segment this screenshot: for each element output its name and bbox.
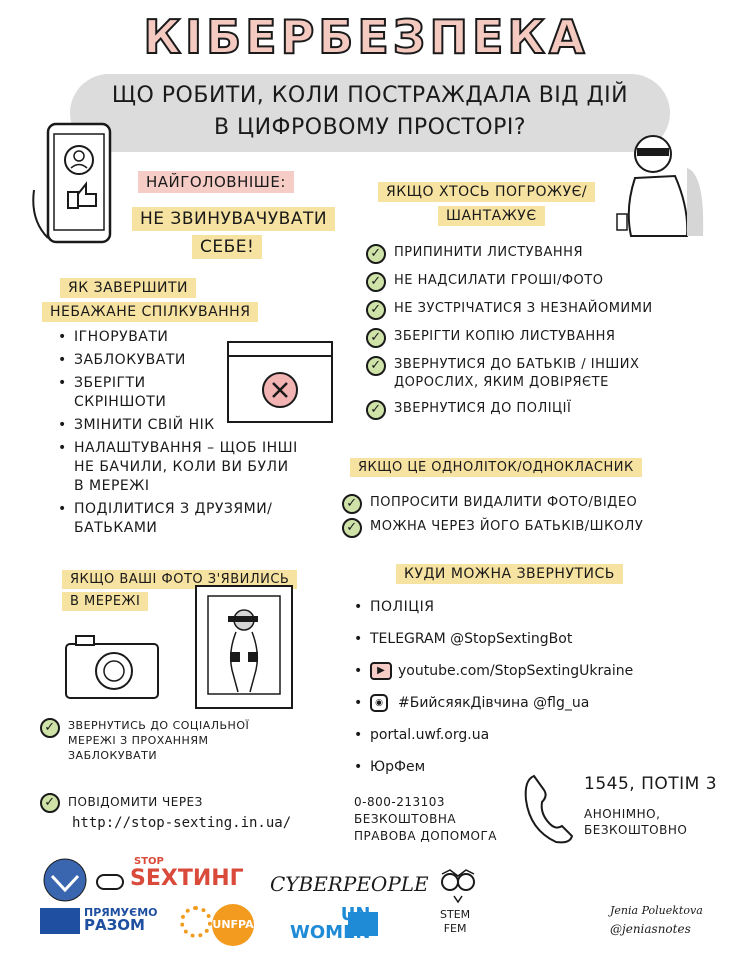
where-list: ПОЛІЦІЯ TELEGRAM @StopSextingBot ▶ youtu… <box>354 598 714 790</box>
sexting-logo: SEXТИНГ <box>130 866 244 891</box>
list-item: ПОДІЛИТИСЯ З ДРУЗЯМИ/ БАТЬКАМИ <box>58 500 298 538</box>
main-rule-line-1: НЕ ЗВИНУВАЧУВАТИ <box>132 207 336 231</box>
author-name: Jenia Poluektova <box>610 904 703 917</box>
photos-list: ✓ЗВЕРНУТИСЬ ДО СОЦІАЛЬНОЇ МЕРЕЖІ З ПРОХА… <box>40 718 280 817</box>
check-icon: ✓ <box>366 300 386 320</box>
list-item: ◉ #БийсяякДівчина @flg_ua <box>354 694 714 713</box>
legal-help: 0-800-213103 БЕЗКОШТОВНА ПРАВОВА ДОПОМОГ… <box>354 794 497 845</box>
stop-contact-heading-line-1: ЯК ЗАВЕРШИТИ <box>60 278 197 298</box>
stop-logo-small: STOP <box>134 856 164 867</box>
subtitle-line-1: ЩО РОБИТИ, КОЛИ ПОСТРАЖДАЛА ВІД ДІЙ <box>111 83 629 108</box>
cyberpeople-logo: CYBERPEOPLE <box>270 872 429 896</box>
stop-sexting-link[interactable]: http://stop-sexting.in.ua/ <box>72 815 292 831</box>
photos-heading-line-2: В МЕРЕЖІ <box>62 592 149 611</box>
un-women-emblem-icon <box>348 912 378 936</box>
list-item: ✓НЕ ЗУСТРІЧАТИСЯ З НЕЗНАЙОМИМИ <box>366 300 706 320</box>
check-icon: ✓ <box>366 272 386 292</box>
list-item: ✓ЗБЕРІГТИ КОПІЮ ЛИСТУВАННЯ <box>366 328 706 348</box>
main-rule-line-2: СЕБЕ! <box>192 235 263 259</box>
list-item: ✓ЗВЕРНУТИСЯ ДО ПОЛІЦІЇ <box>366 400 706 420</box>
check-icon: ✓ <box>366 356 386 376</box>
unfpa-logo: UNFPA <box>212 904 254 946</box>
list-item: ✓ПОПРОСИТИ ВИДАЛИТИ ФОТО/ВІДЕО <box>342 494 702 514</box>
phone-handset-icon <box>524 774 574 844</box>
check-icon: ✓ <box>366 400 386 420</box>
list-item: ✓ПОВІДОМИТИ ЧЕРЕЗ <box>40 793 280 813</box>
list-item: ✓ПРИПИНИТИ ЛИСТУВАННЯ <box>366 244 706 264</box>
hotline-info: АНОНІМНО, БЕЗКОШТОВНО <box>584 806 687 838</box>
check-icon: ✓ <box>342 494 362 514</box>
camera-icon <box>65 635 159 699</box>
stop-contact-list: ІГНОРУВАТИ ЗАБЛОКУВАТИ ЗБЕРІГТИ СКРІНШОТ… <box>58 328 298 542</box>
hotline-number: 1545, потім 3 <box>584 774 718 794</box>
check-icon: ✓ <box>366 328 386 348</box>
list-item: ЮрФем <box>354 758 714 777</box>
list-item: ▶ youtube.com/StopSextingUkraine <box>354 662 714 681</box>
check-icon: ✓ <box>366 244 386 264</box>
stem-fem-logo: STEM FEM <box>440 908 471 935</box>
peer-heading: ЯКЩО ЦЕ ОДНОЛІТОК/ОДНОКЛАСНИК <box>350 458 642 477</box>
author-handle[interactable]: @jeniasnotes <box>610 922 691 936</box>
owl-logo-icon <box>441 869 475 904</box>
list-item: ✓ЗВЕРНУТИСЬ ДО СОЦІАЛЬНОЇ МЕРЕЖІ З ПРОХА… <box>40 718 280 763</box>
legal-line-3: ПРАВОВА ДОПОМОГА <box>354 829 498 843</box>
peer-list: ✓ПОПРОСИТИ ВИДАЛИТИ ФОТО/ВІДЕО ✓МОЖНА ЧЕ… <box>342 494 702 546</box>
unfpa-emblem-icon <box>180 906 212 938</box>
list-item: ✓НЕ НАДСИЛАТИ ГРОШІ/ФОТО <box>366 272 706 292</box>
list-item: ✓ЗВЕРНУТИСЯ ДО БАТЬКІВ / ІНШИХ ДОРОСЛИХ,… <box>366 356 706 392</box>
subtitle: ЩО РОБИТИ, КОЛИ ПОСТРАЖДАЛА ВІД ДІЙ В ЦИ… <box>70 80 670 144</box>
list-item: НАЛАШТУВАННЯ – ЩОБ ІНШІ НЕ БАЧИЛИ, КОЛИ … <box>58 439 298 496</box>
threats-heading-line-1: ЯКЩО ХТОСЬ ПОГРОЖУЄ/ <box>378 182 596 202</box>
where-heading: КУДИ МОЖНА ЗВЕРНУТИСЬ <box>396 564 623 584</box>
legal-line-2: БЕЗКОШТОВНА <box>354 812 457 826</box>
check-icon: ✓ <box>342 518 362 538</box>
subtitle-line-2: В ЦИФРОВОМУ ПРОСТОРІ? <box>213 115 527 140</box>
hotline-line-3: БЕЗКОШТОВНО <box>584 823 688 837</box>
eu-flag-icon <box>40 908 80 934</box>
stop-contact-heading-line-2: НЕБАЖАНЕ СПІЛКУВАННЯ <box>42 302 259 322</box>
blocked-window-icon <box>227 341 333 423</box>
list-item: ✓МОЖНА ЧЕРЕЗ ЙОГО БАТЬКІВ/ШКОЛУ <box>342 518 702 538</box>
check-icon: ✓ <box>40 718 60 738</box>
main-rule-heading: НАЙГОЛОВНІШЕ: <box>138 171 294 193</box>
cyber-police-logo-icon <box>43 858 87 902</box>
list-item: ЗБЕРІГТИ СКРІНШОТИ <box>58 374 218 412</box>
list-item[interactable]: TELEGRAM @StopSextingBot <box>354 630 714 649</box>
legal-phone: 0-800-213103 <box>354 795 446 809</box>
sexting-logo-icon <box>96 874 124 890</box>
pryamuemo-razom-logo: ПРЯМУЄМО РАЗОМ <box>84 906 158 934</box>
photos-heading-line-1: ЯКЩО ВАШІ ФОТО З'ЯВИЛИСЬ <box>62 570 298 589</box>
subtitle-background <box>70 74 670 152</box>
list-item: ПОЛІЦІЯ <box>354 598 714 617</box>
youtube-icon: ▶ <box>370 662 392 680</box>
hotline-line-2: АНОНІМНО, <box>584 807 661 821</box>
instagram-icon: ◉ <box>370 694 388 712</box>
threats-list: ✓ПРИПИНИТИ ЛИСТУВАННЯ ✓НЕ НАДСИЛАТИ ГРОШ… <box>366 244 706 428</box>
list-item: ІГНОРУВАТИ <box>58 328 298 347</box>
leaked-photo-icon <box>195 585 293 709</box>
check-icon: ✓ <box>40 793 60 813</box>
blackmailer-icon <box>616 135 704 237</box>
list-item[interactable]: portal.uwf.org.ua <box>354 726 714 745</box>
phone-icon <box>32 122 112 244</box>
threats-heading-line-2: ШАНТАЖУЄ <box>438 206 545 226</box>
list-item: ЗМІНИТИ СВІЙ НІК <box>58 416 298 435</box>
page-title: КІБЕРБЕЗПЕКА <box>142 9 589 65</box>
list-item: ЗАБЛОКУВАТИ <box>58 351 298 370</box>
